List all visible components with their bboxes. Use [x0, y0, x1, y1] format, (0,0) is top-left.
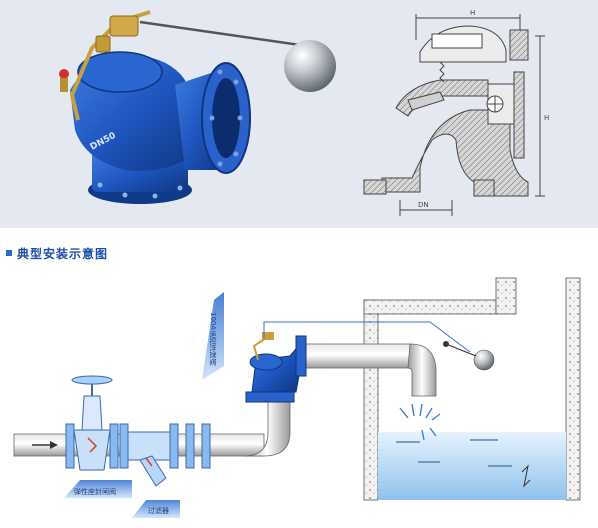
flow-arrow-icon [32, 441, 58, 449]
section-heading: 典型安装示意图 [6, 243, 108, 263]
valve-photo: DN50 [59, 10, 336, 204]
label-gate-valve: 弹性座封闸阀 [64, 480, 132, 498]
handwheel-icon [71, 375, 113, 385]
water-tank [363, 277, 581, 501]
strainer [119, 423, 179, 487]
heading-marker [6, 250, 12, 256]
float-ball-icon [284, 40, 336, 92]
label-strainer: 过滤器 [132, 500, 180, 518]
float-valve [245, 332, 307, 403]
svg-text:弹性座封闸阀: 弹性座封闸阀 [74, 487, 116, 496]
dim-label-dn: DN [418, 201, 429, 209]
section-drawing [363, 14, 545, 216]
dim-label-h-side: H [544, 114, 549, 122]
label-float-valve: 100A遥控浮球阀 [202, 292, 224, 380]
float-ball-icon [473, 349, 495, 371]
svg-text:过滤器: 过滤器 [148, 506, 169, 515]
heading-text: 典型安装示意图 [17, 246, 109, 261]
svg-text:100A遥控浮球阀: 100A遥控浮球阀 [209, 312, 217, 366]
tank-water [378, 432, 566, 500]
gate-valve [65, 375, 119, 471]
dim-label-h-top: H [470, 9, 475, 17]
